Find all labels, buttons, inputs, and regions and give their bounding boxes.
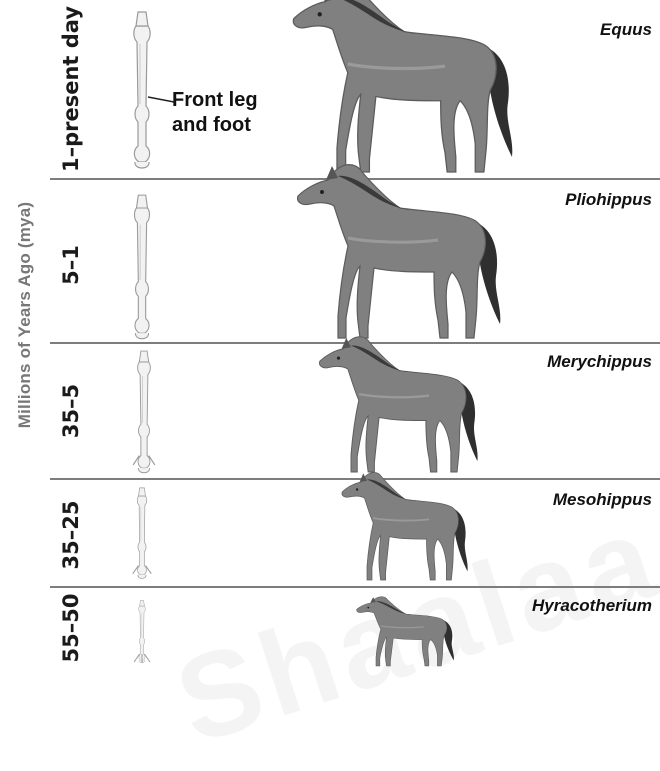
merychippus-horse-illustration	[319, 337, 477, 472]
mesohippus-horse-illustration	[342, 473, 468, 580]
illustration-canvas	[0, 0, 660, 670]
pliohippus-horse-illustration	[298, 165, 501, 338]
equus-horse-illustration	[293, 0, 512, 172]
callout-pointer-line	[148, 97, 174, 102]
hyracotherium-horse-illustration	[357, 597, 454, 666]
hyracotherium-leg-illustration	[134, 600, 150, 662]
pliohippus-leg-illustration	[135, 195, 150, 339]
merychippus-leg-illustration	[133, 351, 155, 473]
equus-leg-illustration	[134, 12, 150, 168]
mesohippus-leg-illustration	[133, 488, 152, 578]
